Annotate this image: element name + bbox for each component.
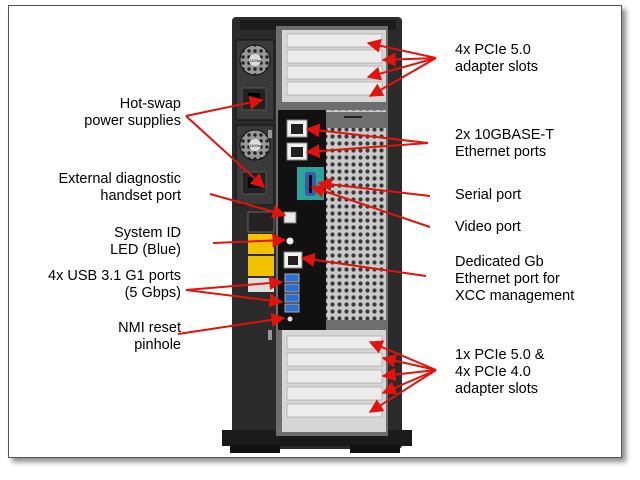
arrow-pcie-bottom-5	[368, 369, 437, 413]
arrow-pcie-top-4	[368, 57, 437, 97]
arrow-diag	[209, 193, 287, 219]
label-line: NMI reset	[118, 320, 181, 336]
diagnostic-port[interactable]	[283, 211, 297, 224]
label-system-id: System ID LED (Blue)	[110, 225, 181, 259]
label-line: handset port	[100, 188, 181, 204]
label-line: Dedicated Gb	[455, 254, 544, 270]
arrow-eth-1	[305, 123, 429, 144]
label-line: External diagnostic	[58, 171, 181, 187]
label-line: System ID	[114, 225, 181, 241]
arrow-xcc	[300, 252, 427, 277]
arrow-psu-2	[185, 115, 266, 188]
label-line: Hot-swap	[119, 96, 181, 112]
nmi-pinhole[interactable]	[287, 316, 293, 322]
arrow-pcie-bottom-1	[368, 340, 437, 371]
vent-mesh	[326, 110, 386, 320]
arrow-pcie-top-1	[366, 38, 437, 59]
arrow-pcie-top-2	[381, 52, 437, 67]
vent-slit	[344, 116, 362, 118]
label-nmi: NMI reset pinhole	[118, 320, 181, 354]
arrow-pcie-bottom-4	[381, 369, 437, 395]
label-power-supplies: Hot-swap power supplies	[84, 96, 181, 130]
pcie-slots-top	[282, 30, 386, 102]
psu-rating-2: 1100w	[249, 143, 261, 148]
arrow-usb-1	[185, 276, 284, 291]
label-line: Ethernet ports	[455, 144, 547, 160]
label-line: 1x PCIe 5.0 &	[455, 347, 545, 363]
system-id-led[interactable]	[286, 237, 294, 245]
power-supply-2: 1100w	[235, 124, 275, 206]
label-pcie-top: 4x PCIe 5.0 adapter slots	[455, 42, 538, 76]
io-panel	[278, 110, 326, 330]
arrow-eth-2	[305, 142, 429, 159]
warning-labels	[247, 130, 275, 340]
usb-port-3[interactable]	[284, 293, 300, 303]
label-pcie-bottom: 1x PCIe 5.0 & 4x PCIe 4.0 adapter slots	[455, 347, 544, 398]
arrow-sysid	[212, 233, 287, 248]
arrow-psu-1	[185, 95, 264, 117]
callout-arrows	[177, 38, 437, 413]
label-usb: 4x USB 3.1 G1 ports (5 Gbps)	[48, 268, 181, 302]
label-line: Ethernet port for	[455, 271, 560, 287]
label-line: 4x USB 3.1 G1 ports	[48, 268, 181, 284]
label-ethernet: 2x 10GBASE-T Ethernet ports	[455, 127, 554, 161]
arrow-serial	[317, 177, 431, 197]
label-line: LED (Blue)	[110, 242, 181, 258]
arrow-pcie-top-3	[366, 57, 437, 81]
usb-port-4[interactable]	[284, 303, 300, 313]
arrow-video	[310, 184, 431, 228]
label-line: XCC management	[455, 288, 575, 304]
label-line: power supplies	[84, 113, 181, 129]
label-line: 2x 10GBASE-T	[455, 127, 555, 143]
psu-rating-1: 1100w	[249, 58, 261, 63]
usb-port-2[interactable]	[284, 283, 300, 293]
vent-cover	[326, 112, 386, 128]
label-video: Video port	[455, 219, 521, 235]
label-serial: Serial port	[455, 187, 522, 203]
label-diagnostic: External diagnostic handset port	[58, 171, 181, 205]
label-line: 4x PCIe 4.0	[455, 364, 531, 380]
usb-port-1[interactable]	[284, 273, 300, 283]
power-supply-1: 1100w	[235, 39, 275, 121]
arrow-usb-2	[185, 289, 284, 308]
label-xcc: Dedicated Gb Ethernet port for XCC manag…	[455, 254, 574, 305]
arrow-nmi	[177, 312, 286, 335]
label-line: adapter slots	[455, 381, 539, 397]
arrow-pcie-bottom-2	[381, 353, 437, 371]
pcie-slots-bottom	[282, 330, 386, 432]
label-line: pinhole	[134, 337, 181, 353]
label-line: adapter slots	[455, 59, 539, 75]
arrow-pcie-bottom-3	[381, 367, 437, 382]
label-line: (5 Gbps)	[124, 285, 181, 301]
label-line: 4x PCIe 5.0	[455, 42, 531, 58]
